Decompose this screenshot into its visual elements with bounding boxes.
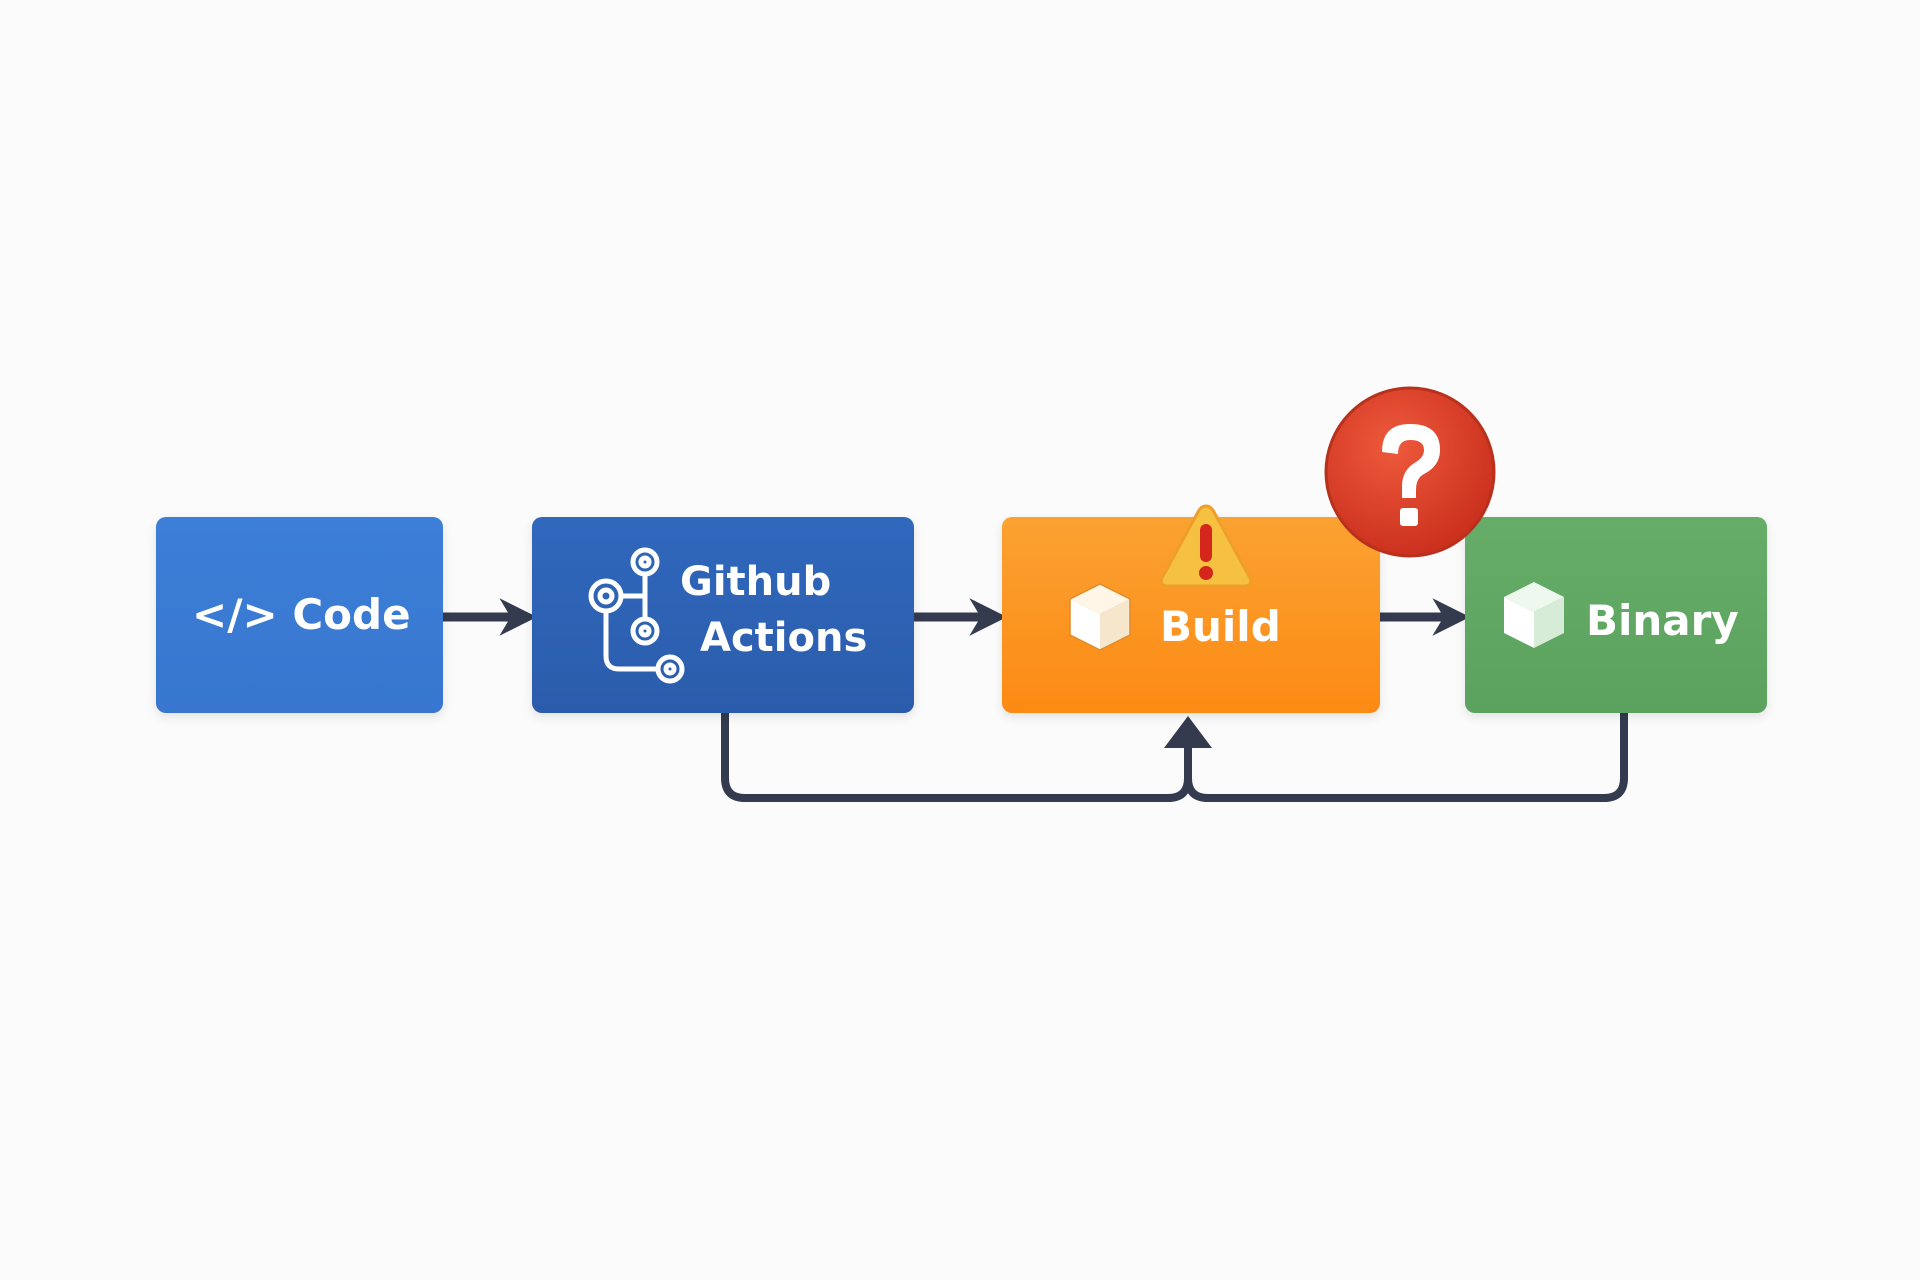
node-code-label: </> Code — [192, 590, 411, 639]
question-mark-icon — [1324, 386, 1496, 558]
node-code[interactable] — [156, 517, 443, 713]
git-branch-icon — [588, 547, 685, 684]
warning-triangle-icon — [1159, 504, 1253, 588]
loop-actions-to-build — [721, 709, 1192, 802]
node-actions-label-line1: Github — [680, 559, 832, 605]
node-binary-label: Binary — [1586, 596, 1739, 645]
node-github-actions[interactable] — [532, 517, 914, 713]
node-actions-label-line2: Actions — [700, 615, 868, 661]
loop-binary-to-build — [1184, 709, 1628, 802]
package-box-icon — [1504, 582, 1564, 648]
arrowhead-into-build — [1164, 716, 1212, 748]
node-build-label: Build — [1160, 602, 1281, 651]
package-box-icon — [1069, 583, 1131, 651]
